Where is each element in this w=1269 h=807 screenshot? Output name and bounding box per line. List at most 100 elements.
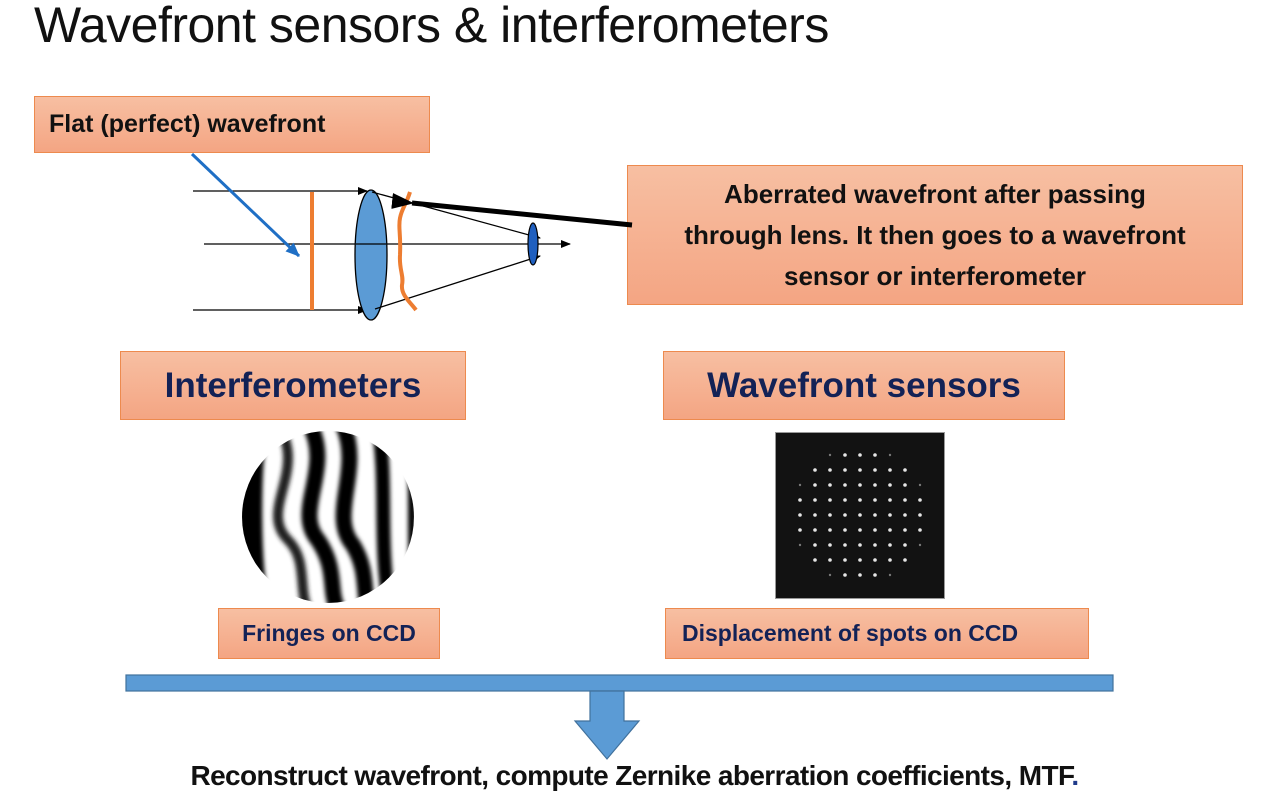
spot (888, 528, 892, 532)
flat-wavefront-label: Flat (perfect) wavefront (49, 110, 326, 138)
spot (858, 498, 862, 502)
aberrated-line-2: through lens. It then goes to a wavefron… (684, 219, 1186, 250)
spot (813, 498, 817, 502)
flat-wavefront-callout: Flat (perfect) wavefront (34, 96, 430, 153)
spot-grid (798, 453, 922, 577)
down-arrow (573, 690, 641, 760)
spot (903, 513, 907, 517)
spot (858, 453, 862, 457)
spot (813, 468, 817, 472)
spot (798, 513, 802, 517)
spot (798, 528, 802, 532)
slide-title: Wavefront sensors & interferometers (34, 0, 829, 53)
spot (813, 513, 817, 517)
interference-fringe-image (242, 431, 414, 603)
spot (843, 498, 847, 502)
spot (903, 543, 907, 547)
spot (903, 468, 907, 472)
spot (843, 468, 847, 472)
aberrated-line-3: sensor or interferometer (784, 260, 1086, 291)
spot (873, 528, 877, 532)
spot (813, 543, 817, 547)
flat-wavefront-pointer-arrow (190, 152, 301, 258)
spot (843, 453, 847, 457)
wavefront-sensors-heading: Wavefront sensors (707, 365, 1021, 405)
aberrated-wavefront-pointer-arrow (391, 193, 633, 228)
spot (888, 498, 892, 502)
fringe-band (273, 431, 313, 603)
spot (858, 513, 862, 517)
spot (813, 558, 817, 562)
spot (873, 513, 877, 517)
summary-bar (125, 674, 1114, 692)
spot (873, 543, 877, 547)
small-lens (527, 222, 539, 266)
spot (873, 483, 877, 487)
spot (903, 528, 907, 532)
main-lens (354, 189, 388, 321)
fringe-band (335, 431, 376, 603)
fringe-band (301, 431, 346, 603)
spot (903, 558, 907, 562)
spot (918, 528, 922, 532)
spot (813, 483, 817, 487)
spot (828, 483, 832, 487)
spot (888, 543, 892, 547)
spot (798, 483, 802, 487)
interferometers-heading-box: Interferometers (120, 351, 466, 420)
aberrated-wavefront-curve (397, 191, 418, 312)
spot (873, 573, 877, 577)
spot (843, 528, 847, 532)
spot (888, 513, 892, 517)
spot (918, 483, 922, 487)
spot (828, 468, 832, 472)
footer-period: . (1071, 760, 1079, 791)
spot (828, 498, 832, 502)
spot (873, 498, 877, 502)
spot (828, 543, 832, 547)
spot (903, 498, 907, 502)
spot (873, 468, 877, 472)
spot (828, 513, 832, 517)
converging-ray-bottom (374, 254, 541, 310)
shack-hartmann-spot-image (775, 432, 945, 599)
aberrated-line-1: Aberrated wavefront after passing (724, 178, 1146, 209)
spot (918, 498, 922, 502)
spot (813, 528, 817, 532)
fringes-caption-box: Fringes on CCD (218, 608, 440, 659)
spot (858, 528, 862, 532)
spot (858, 483, 862, 487)
spot (903, 483, 907, 487)
spot (918, 513, 922, 517)
spot (888, 573, 892, 577)
spot (888, 468, 892, 472)
spot (828, 453, 832, 457)
displacement-caption-box: Displacement of spots on CCD (665, 608, 1089, 659)
fringe-band (371, 431, 397, 603)
spot (873, 453, 877, 457)
spot (798, 498, 802, 502)
spot (828, 558, 832, 562)
fringe-band (242, 431, 270, 603)
spot (843, 573, 847, 577)
footer-text: Reconstruct wavefront, compute Zernike a… (190, 760, 1072, 791)
spot (843, 513, 847, 517)
spot (888, 453, 892, 457)
aberrated-wavefront-callout: Aberrated wavefront after passing throug… (627, 165, 1243, 305)
spot (858, 543, 862, 547)
spot (798, 543, 802, 547)
spot (858, 468, 862, 472)
spot (858, 558, 862, 562)
spot (888, 483, 892, 487)
spot (858, 573, 862, 577)
spot (843, 558, 847, 562)
fringe-band (406, 431, 414, 603)
spot (843, 543, 847, 547)
spot (873, 558, 877, 562)
wavefront-sensors-heading-box: Wavefront sensors (663, 351, 1065, 420)
fringes-caption: Fringes on CCD (242, 620, 416, 646)
spot (918, 543, 922, 547)
spot (828, 573, 832, 577)
interferometers-heading: Interferometers (164, 365, 422, 405)
